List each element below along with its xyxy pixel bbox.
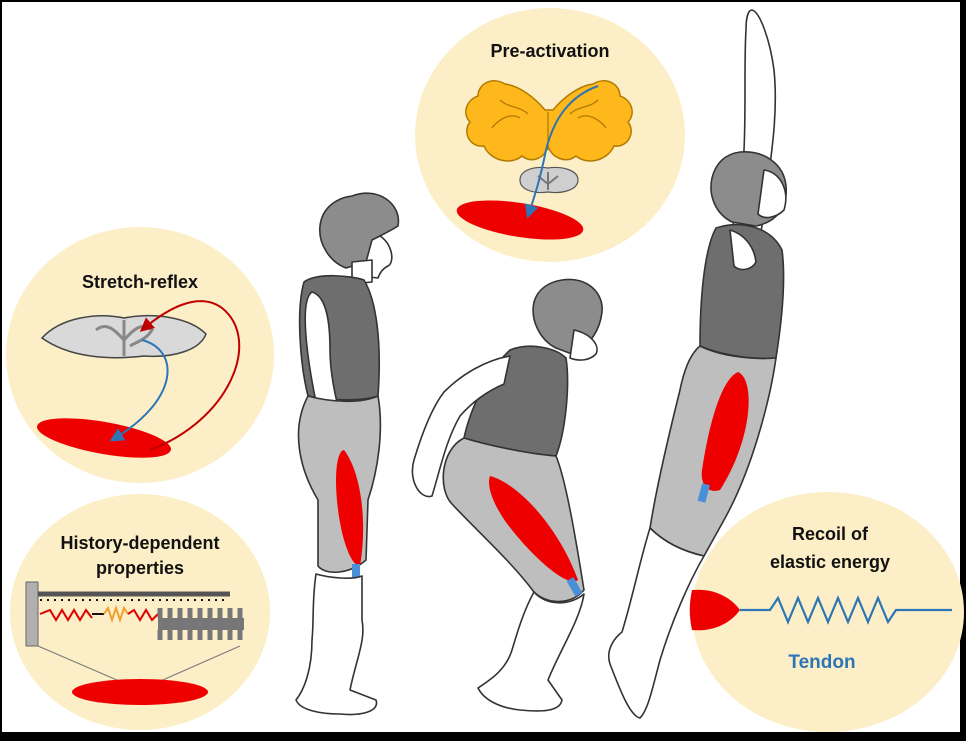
stretch-reflex-muscle [36,418,172,458]
standing-figure [295,192,400,716]
history-label-line2: properties [96,558,184,578]
recoil-muscle [689,589,740,631]
tendon-label: Tendon [788,652,855,673]
stretch-reflex-bubble: Stretch-reflex [6,227,274,483]
pre-activation-bubble: Pre-activation [415,8,685,262]
squatting-muscle [488,476,578,582]
tendon-spring-icon [740,595,952,625]
stretch-reflex-label: Stretch-reflex [82,272,198,292]
history-dependent-bubble: History-dependent properties [10,494,270,730]
standing-muscle [336,450,364,566]
jumping-muscle [701,372,749,491]
recoil-label-line1: Recoil of [792,524,869,544]
history-muscle [72,679,208,705]
pre-activation-muscle [456,200,584,240]
jumping-figure [607,9,787,719]
pre-activation-motor-arrow [524,85,599,219]
recoil-bubble: Recoil of elastic energy Tendon [689,492,964,732]
pre-activation-label: Pre-activation [490,41,609,61]
squatting-figure [411,278,603,712]
sarcomere-model-icon [25,581,244,691]
motor-arrow [109,339,169,442]
recoil-label-line2: elastic energy [770,552,890,572]
history-label-line1: History-dependent [60,533,219,553]
sensory-arrow [139,300,241,451]
